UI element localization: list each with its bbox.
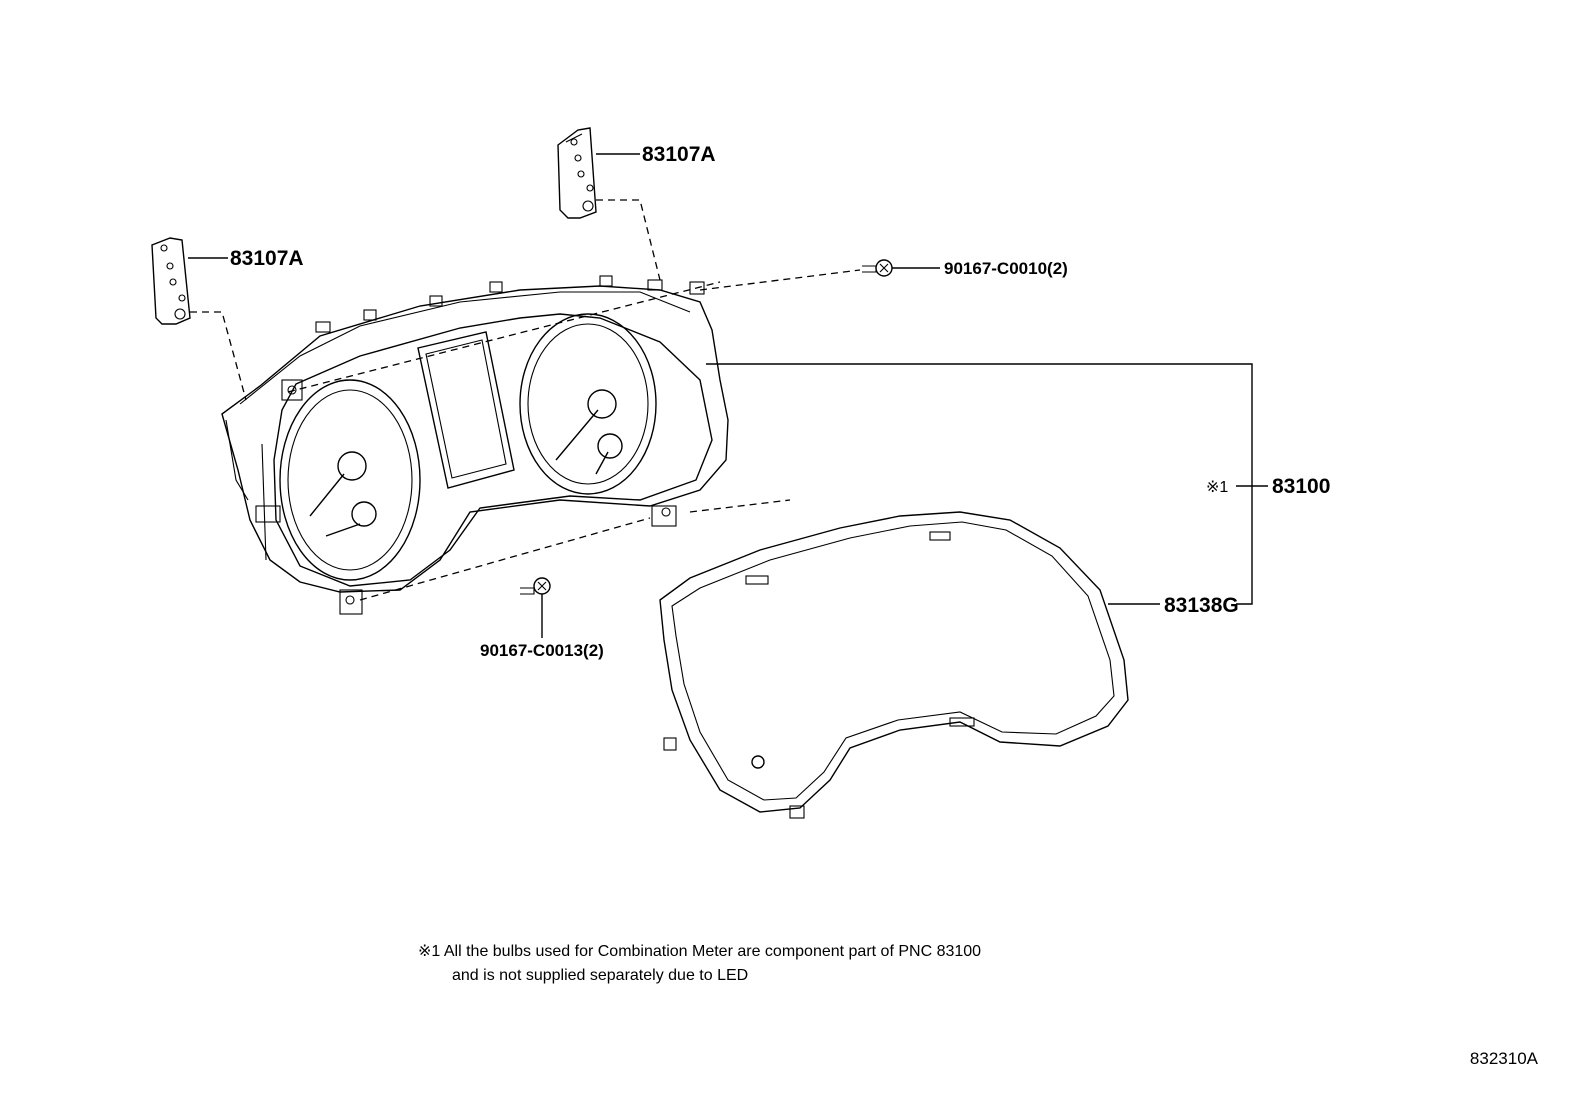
label-bracket-left: 83107A: [230, 247, 304, 270]
footnote: ※1 All the bulbs used for Combination Me…: [418, 940, 981, 988]
bracket-left: [151, 237, 228, 325]
screw-upper: [862, 259, 940, 277]
assembly-lines: [190, 199, 861, 601]
footnote-line-1: ※1 All the bulbs used for Combination Me…: [418, 943, 982, 960]
combination-meter: [221, 275, 729, 615]
label-note-mark: ※1: [1206, 479, 1228, 496]
figure-id: 832310A: [1469, 1049, 1538, 1068]
screw-lower: [520, 577, 551, 638]
label-cover-glass: 83138G: [1164, 594, 1239, 617]
label-meter-assy: 83100: [1272, 475, 1330, 498]
meter-cover-glass: [659, 511, 1160, 819]
label-screw-upper: 90167-C0010(2): [944, 259, 1068, 278]
label-bracket-upper: 83107A: [642, 143, 716, 166]
footnote-line-2: and is not supplied separately due to LE…: [452, 967, 749, 984]
bracket-upper: [557, 127, 640, 219]
assembly-bracket-line: [706, 363, 1268, 605]
label-screw-lower: 90167-C0013(2): [480, 641, 604, 660]
